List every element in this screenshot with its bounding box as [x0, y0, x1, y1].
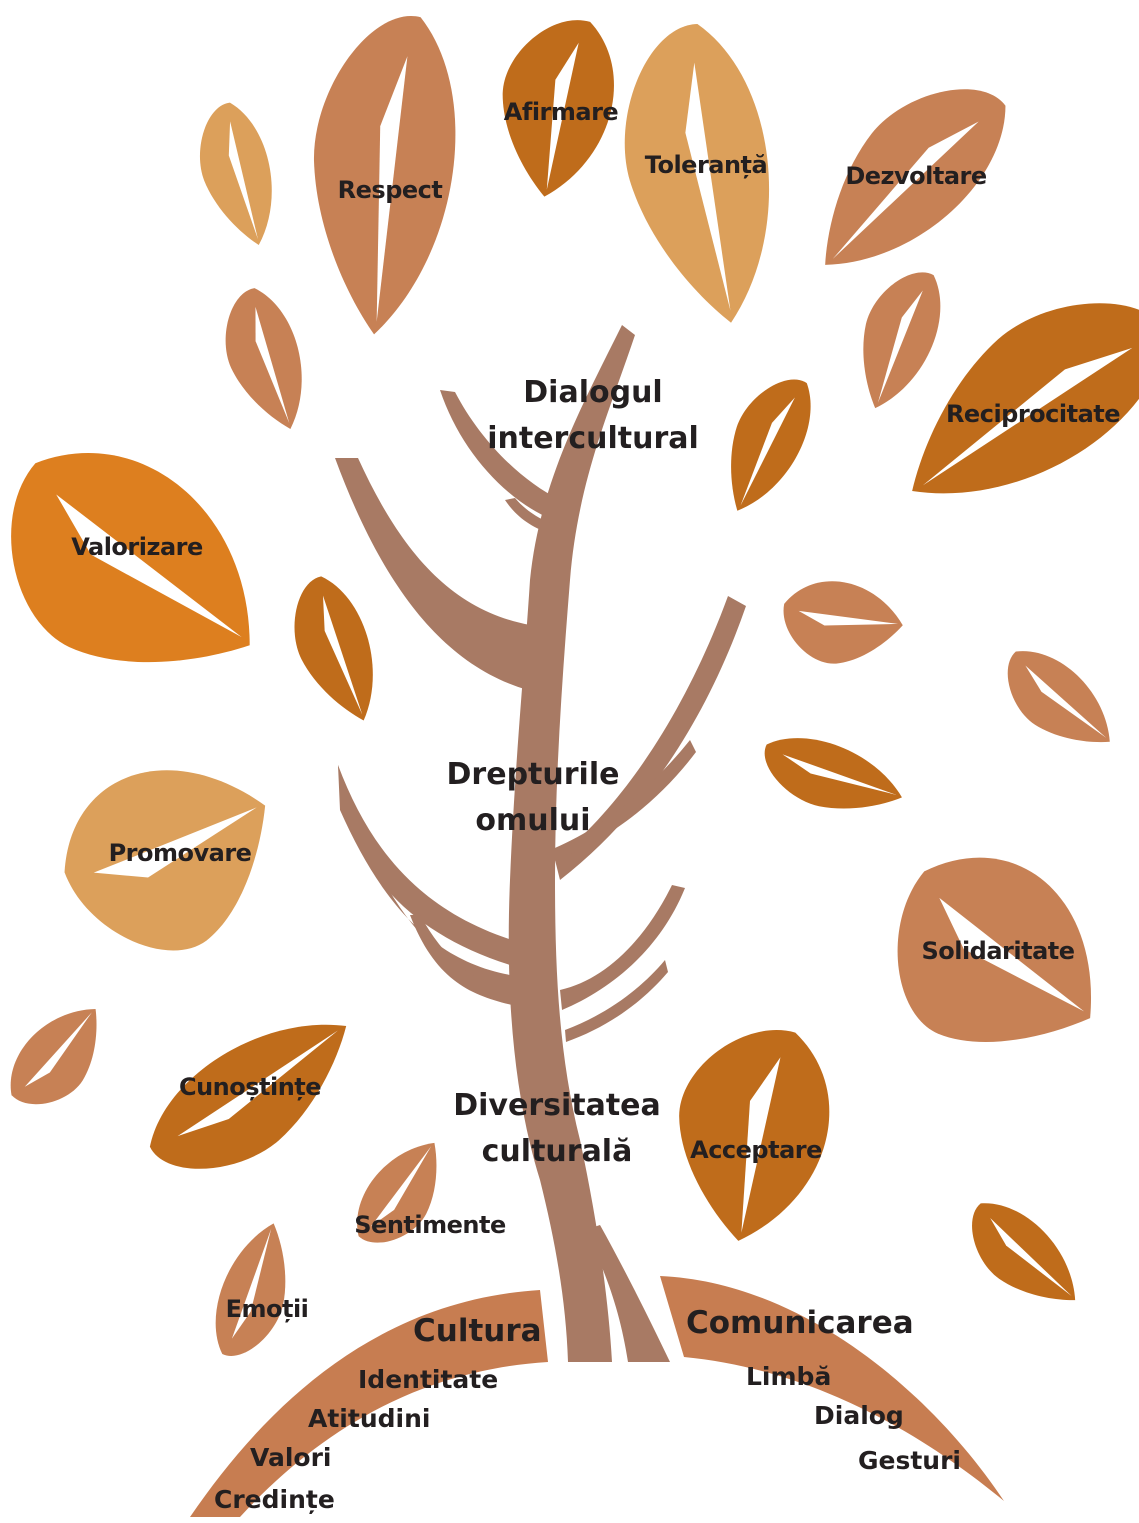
- root-left-item-2: Atitudini: [308, 1404, 431, 1433]
- leaf-small-top-left-vein: [228, 121, 258, 240]
- trunk-label-middle-line2: omului: [475, 803, 591, 838]
- leaf-small-top-left: [199, 102, 272, 246]
- root-left-title: Cultura: [413, 1313, 542, 1349]
- root-left: [190, 1290, 548, 1517]
- branch-low-left-stroke: [338, 765, 512, 965]
- leaf-small-low-right: [972, 1203, 1076, 1301]
- leaf-label-respect: Respect: [337, 176, 443, 204]
- branch-low-right-sub: [565, 960, 668, 1042]
- leaf-label-solidaritate: Solidaritate: [921, 937, 1075, 965]
- branch-low-left-sub: [410, 915, 515, 1005]
- leaf-small-low-left-body: [10, 1009, 97, 1105]
- root-right-item-1: Limbă: [746, 1362, 832, 1391]
- leaf-label-dezvoltare: Dezvoltare: [845, 162, 987, 190]
- branch-top-left: [440, 390, 560, 520]
- leaf-label-cunostinte: Cunoștințe: [178, 1073, 322, 1101]
- leaf-toleranta: [624, 24, 770, 323]
- leaf-afirmare: [502, 20, 614, 197]
- root-right-item-2: Dialog: [814, 1401, 904, 1430]
- leaves-layer: [10, 16, 1139, 1356]
- trunk-label-diversitatea-culturala: Diversitatea culturală: [453, 1083, 661, 1175]
- root-left-item-1: Identitate: [358, 1365, 499, 1394]
- leaf-small-mid-right-3: [764, 738, 902, 809]
- leaf-label-emotii: Emoții: [225, 1295, 309, 1323]
- leaf-small-mid-right-2: [1007, 651, 1110, 743]
- trunk-label-top-line1: Dialogul: [523, 375, 663, 410]
- leaf-dezvoltare: [825, 89, 1006, 265]
- trunk-label-bottom-line2: culturală: [481, 1134, 633, 1169]
- trunk-label-drepturile-omului: Drepturile omului: [447, 752, 620, 844]
- root-right: [660, 1276, 1004, 1501]
- root-right-title: Comunicarea: [686, 1305, 914, 1341]
- leaf-label-sentimente: Sentimente: [354, 1211, 506, 1239]
- leaf-afirmare-vein: [546, 42, 579, 190]
- leaf-acceptare: [679, 1030, 830, 1241]
- leaf-small-right-1: [863, 272, 941, 409]
- leaf-small-low-left: [10, 1009, 97, 1105]
- branch-low-right: [560, 885, 685, 1010]
- branch-mid-right: [555, 596, 746, 880]
- leaf-label-reciprocitate: Reciprocitate: [945, 400, 1121, 428]
- leaf-toleranta-vein: [685, 62, 731, 311]
- leaf-promovare-vein: [93, 807, 257, 878]
- trunk-label-bottom-line1: Diversitatea: [453, 1088, 661, 1123]
- leaf-small-left-2: [225, 288, 302, 429]
- leaf-small-mid-right-1-vein: [798, 610, 899, 626]
- trunk-root-strand: [585, 1225, 670, 1362]
- leaf-valorizare: [11, 453, 250, 663]
- branch-top-left-sub: [505, 498, 556, 535]
- leaf-promovare: [64, 770, 266, 951]
- leaf-label-valorizare: Valorizare: [71, 533, 203, 561]
- leaf-small-right-2: [731, 379, 811, 511]
- leaf-respect: [313, 16, 456, 335]
- leaf-label-acceptare: Acceptare: [690, 1136, 822, 1164]
- roots: [190, 1276, 1004, 1517]
- root-left-item-3: Valori: [250, 1443, 332, 1472]
- leaf-small-mid-left: [294, 576, 373, 721]
- trunk: [335, 325, 746, 1362]
- leaf-cunostinte: [149, 1024, 347, 1169]
- leaf-label-afirmare: Afirmare: [503, 98, 619, 126]
- leaf-emotii: [215, 1223, 286, 1356]
- root-right-item-3: Gesturi: [858, 1446, 962, 1475]
- leaf-label-toleranta: Toleranță: [644, 151, 768, 179]
- leaf-small-low-right-vein: [990, 1218, 1072, 1297]
- root-left-item-4: Credințe: [214, 1485, 335, 1514]
- branch-mid-right-sub: [550, 740, 696, 862]
- leaf-reciprocitate: [912, 303, 1139, 494]
- trunk-label-middle-line1: Drepturile: [446, 757, 620, 792]
- branch-low-left: [338, 765, 510, 1000]
- leaf-sentimente: [357, 1142, 437, 1243]
- trunk-label-top-line2: intercultural: [487, 421, 699, 456]
- leaf-small-mid-right-1: [783, 581, 903, 664]
- branch-mid-left: [335, 458, 530, 690]
- leaf-label-promovare: Promovare: [108, 839, 252, 867]
- trunk-label-dialogul-intercultural: Dialogul intercultural: [487, 370, 699, 462]
- leaf-solidaritate: [897, 857, 1092, 1042]
- trunk-main: [508, 325, 635, 1362]
